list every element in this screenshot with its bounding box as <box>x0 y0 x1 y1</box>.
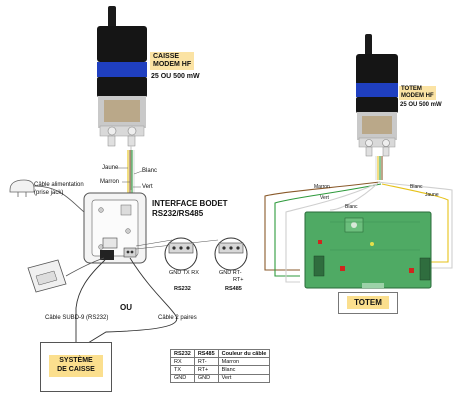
cable-subd-label: Câble SUBD-9 (RS232) <box>45 315 109 321</box>
rs485-pin-labels-row1: GND RT- <box>219 270 242 277</box>
power-cable-label-line1: Câble alimentation <box>34 182 84 188</box>
left-modem-title: CAISSE MODEM HF <box>150 52 195 71</box>
rs232-pin-labels: GND TX RX <box>169 270 199 277</box>
legend-cell: GND <box>193 373 219 383</box>
rs485-pin-rt-minus: RT- <box>232 270 242 276</box>
bodet-interface-enclosure <box>83 192 147 264</box>
legend-cell: RX <box>170 357 195 367</box>
right-antenna <box>365 34 372 60</box>
legend-cell: Blanc <box>217 365 271 375</box>
right-modem-power: 25 OU 500 mW <box>400 102 442 108</box>
right-wire-vert-label: Vert <box>320 195 329 201</box>
legend-row: GND GND Vert <box>170 373 271 383</box>
right-wire-blanc-label: Blanc <box>345 204 358 210</box>
left-wire-marron-label: Marron <box>100 179 120 185</box>
power-jack-illustration <box>9 179 85 213</box>
right-wire-jaune-label: Jaune <box>425 192 439 198</box>
left-modem-illustration <box>97 6 147 147</box>
left-modem-wires <box>118 146 143 198</box>
left-modem-power: 25 OU 500 mW <box>151 73 200 80</box>
rs232-pin-gnd: GND <box>169 270 182 276</box>
rs485-pin-rt-plus: RT+ <box>233 277 244 283</box>
rs232-pin-tx: TX <box>182 270 190 276</box>
legend-cell: RT- <box>193 357 219 367</box>
legend-header-color: Couleur du câble <box>217 348 271 359</box>
right-modem-title-line1: TOTEM <box>401 86 422 92</box>
right-wire-blanc-top-label: Blanc <box>410 184 423 190</box>
left-modem-title-line1: CAISSE <box>153 53 180 60</box>
rs232-pin-rx: RX <box>191 270 199 276</box>
totem-box-label: TOTEM <box>347 296 389 309</box>
right-modem-title-line2: MODEM HF <box>401 92 434 99</box>
system-box-line2: DE CAISSE <box>57 365 95 373</box>
interface-title-line2: RS232/RS485 <box>152 208 204 218</box>
legend-row: TX RT+ Blanc <box>170 365 271 375</box>
power-cable-label-line2: (prise jack) <box>34 189 64 196</box>
system-box-label: SYSTÈME DE CAISSE <box>49 355 103 377</box>
interface-title-line1: INTERFACE BODET <box>152 199 228 208</box>
right-modem-wires <box>264 156 453 283</box>
totem-board-illustration <box>304 211 432 289</box>
cables-to-system <box>75 257 178 344</box>
left-modem-blue-band <box>97 62 147 77</box>
system-box: SYSTÈME DE CAISSE <box>40 342 112 392</box>
legend-cell: RT+ <box>193 365 219 375</box>
legend-header-row: RS232 RS485 Couleur du câble <box>170 348 271 359</box>
legend-cell: TX <box>170 365 195 375</box>
right-modem-blue-band <box>356 83 398 97</box>
rs485-pin-gnd: GND <box>219 270 232 276</box>
power-cable-label: Câble alimentation (prise jack) <box>34 182 84 197</box>
cable-2-paires-label: Câble 2 paires <box>158 315 197 321</box>
rs232-label: RS232 <box>174 286 191 292</box>
ou-label: OU <box>120 303 132 312</box>
totem-box: TOTEM <box>338 292 398 314</box>
right-wire-marron-label: Marron <box>314 184 330 190</box>
left-wire-jaune-label: Jaune <box>102 165 119 171</box>
legend-row: RX RT- Marron <box>170 357 271 367</box>
right-modem-illustration <box>356 34 398 157</box>
left-antenna <box>108 6 116 32</box>
interface-title: INTERFACE BODET RS232/RS485 <box>152 199 228 218</box>
legend-cell: Marron <box>217 357 271 367</box>
legend-header-rs485: RS485 <box>193 348 219 359</box>
legend-header-rs232: RS232 <box>170 348 195 359</box>
legend-cell: Vert <box>217 373 271 383</box>
cable-color-legend: RS232 RS485 Couleur du câble RX RT- Marr… <box>170 348 271 383</box>
rs485-label: RS485 <box>225 286 242 292</box>
left-modem-title-line2: MODEM HF <box>153 61 192 69</box>
rs232-terminal-illustration <box>164 237 198 271</box>
left-wire-blanc-label: Blanc <box>142 168 158 174</box>
right-modem-title: TOTEM MODEM HF <box>399 86 436 100</box>
legend-cell: GND <box>170 373 195 383</box>
rs485-terminal-illustration <box>214 237 248 271</box>
left-wire-vert-label: Vert <box>142 184 153 190</box>
subd-plug-illustration <box>27 257 105 293</box>
system-box-line1: SYSTÈME <box>59 357 93 364</box>
